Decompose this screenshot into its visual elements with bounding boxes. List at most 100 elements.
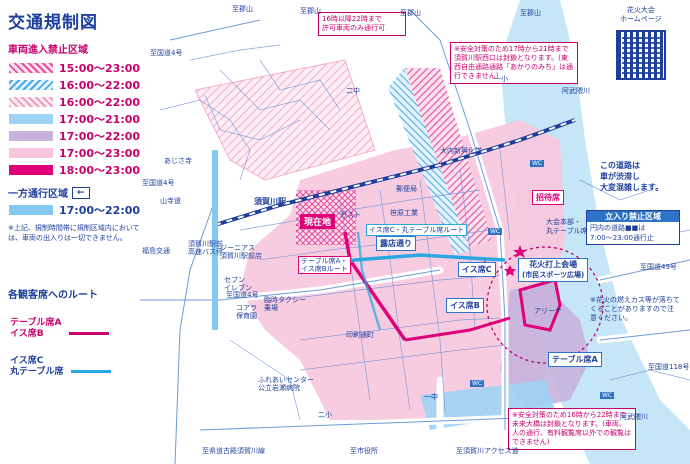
venue-title: 花火打上会場 xyxy=(529,260,578,269)
arrow-left-icon: ← xyxy=(72,186,90,199)
place-label: 大内新興化学 xyxy=(440,147,482,155)
zone-hatch-pink-15-23 xyxy=(405,68,492,248)
place-label: 阿武隈川 xyxy=(620,413,648,421)
notice-congestion: この道路は 車が渋滞し 大変混雑します。 xyxy=(600,161,664,192)
place-label: 郵便局 xyxy=(396,185,417,193)
route-c-swatch xyxy=(70,370,111,373)
legend-swatch xyxy=(8,163,54,176)
legend-time: 16:00～22:00 xyxy=(59,78,141,92)
legend-row: 16:00～22:00 xyxy=(8,77,148,92)
legend-time: 18:00～23:00 xyxy=(59,163,141,177)
restricted-entry-text: 円内の道路■■は 7:00～23:00通行止 xyxy=(590,224,654,242)
legend-swatch xyxy=(8,61,54,74)
place-label: 至郡山 xyxy=(400,9,421,17)
place-label: 至国道118号 xyxy=(648,363,690,371)
place-label: 山寺道 xyxy=(160,197,181,205)
legend-time: 17:00～23:00 xyxy=(59,146,141,160)
legend-row: 18:00～23:00 xyxy=(8,162,148,177)
legend-row: 17:00～23:00 xyxy=(8,145,148,160)
legend-swatch xyxy=(8,146,54,159)
legend-swatch xyxy=(8,129,54,142)
place-label: 二小 xyxy=(318,411,332,419)
legend-time: 17:00～21:00 xyxy=(59,112,141,126)
place-label: 笹原工業 xyxy=(390,209,418,217)
legend-row: 16:00～22:00 xyxy=(8,94,148,109)
place-label: 臨時タクシー 乗場 xyxy=(264,296,306,312)
notice-top: 16時以降22時まで 許可車両のみ通行可 xyxy=(318,12,406,36)
wc-icon: WC xyxy=(470,380,485,387)
wc-icon: WC xyxy=(530,160,545,167)
route-c-line-2 xyxy=(356,231,382,331)
railway xyxy=(214,118,576,227)
legend-row: 15:00～23:00 xyxy=(8,60,148,75)
oneway-time: 17:00～22:00 xyxy=(59,204,141,217)
route-c-label: イス席C 丸テーブル席 xyxy=(10,356,64,377)
place-label: ジーニアス 須賀川駅前店 xyxy=(220,244,262,260)
place-label: 阿武隈川 xyxy=(562,87,590,95)
venue-square xyxy=(518,278,562,332)
oneway-heading: 一方通行区域 ← xyxy=(8,185,148,200)
route-ab-line-2 xyxy=(404,316,511,342)
route-ab-legend: テーブル席A イス席B xyxy=(10,318,109,340)
place-label: ふれあいセンター 公立岩瀬病院 xyxy=(258,376,314,392)
notice-bottom: ※安全対策のため16時から22時まで未来大橋は封鎖となります。(車両、人の通行、… xyxy=(508,408,636,450)
legend-row: 17:00～22:00 xyxy=(8,128,148,143)
legend-swatch xyxy=(8,95,54,108)
place-label: 至市役所 xyxy=(350,447,378,455)
place-label: 至郡山 xyxy=(300,7,321,15)
place-label: 至須賀川アクセス道 xyxy=(456,447,519,455)
ohonjo-label: 大会本部・ 丸テーブル席 xyxy=(546,218,588,235)
route-c-legend: イス席C 丸テーブル席 xyxy=(10,356,111,378)
route-ab-label: テーブル席A イス席B xyxy=(10,318,62,339)
wc-icon: WC xyxy=(488,228,503,235)
place-label: 一小 xyxy=(494,75,508,83)
place-label: 至国道4号 xyxy=(226,291,259,299)
place-label: 須賀川駅前 高速バス停 xyxy=(188,240,223,256)
fireworks-note: ※花火の燃えカス等が落ちてくることがありますので注意ください。 xyxy=(590,296,680,322)
place-label: ガスト xyxy=(340,211,361,219)
shotaiseki-label: 招待席 xyxy=(532,190,564,205)
place-label: 二中 xyxy=(346,87,360,95)
place-label: あじさ寺 xyxy=(164,157,192,165)
page-title: 交通規制図 xyxy=(8,13,98,33)
place-label: 福島交通 xyxy=(142,247,170,255)
legend-swatch xyxy=(8,78,54,91)
table-a-label: テーブル席A xyxy=(548,352,602,367)
isu-b-label: イス席B xyxy=(446,298,484,313)
route-c-map-label: イス席C・丸テーブル席ルート xyxy=(366,224,468,236)
restricted-entry-box: 立入り禁止区域 円内の道路■■は 7:00～23:00通行止 xyxy=(586,210,680,245)
legend-time: 16:00～22:00 xyxy=(59,95,141,109)
legend-time: 15:00～23:00 xyxy=(59,61,141,75)
oneway-row: 17:00～22:00 xyxy=(8,203,148,217)
wc-icon: WC xyxy=(600,392,615,399)
place-label: 至国道4号 xyxy=(150,49,183,57)
roten-label: 露店通り xyxy=(376,236,416,251)
isu-c-label: イス席C xyxy=(458,262,496,277)
zone-hatch-blue-16-22 xyxy=(388,68,470,255)
qr-label: 花火大会 ホームページ xyxy=(620,6,662,23)
oneway-heading-text: 一方通行区域 xyxy=(8,189,68,200)
homepage-qr-code[interactable] xyxy=(616,30,666,80)
place-label: 至県道古殿須賀川線 xyxy=(202,447,265,455)
place-label: 至郡山 xyxy=(520,9,541,17)
legend-swatch xyxy=(8,112,54,125)
station-label: 須賀川駅 xyxy=(254,197,286,206)
notice-station: ※安全対策のため17時から21時まで須賀川駅西口は封鎖となります。(東西自由通路… xyxy=(450,42,578,84)
legend-panel: 交通規制図 車両進入禁止区域 15:00～23:00 16:00～22:00 1… xyxy=(8,8,148,243)
route-ab-swatch xyxy=(68,332,109,335)
legend-note: ※上記、規制時間帯に規制区域内においては、車両の出入りは一切できません。 xyxy=(8,224,140,242)
restriction-circle xyxy=(486,246,604,364)
zone-hatched-nw xyxy=(194,59,376,181)
place-label: 至国道4号 xyxy=(142,179,175,187)
genzaichi-label: 現在地 xyxy=(300,214,336,229)
venue-sub: (市民スポーツ広場) xyxy=(522,271,585,279)
restricted-entry-heading: 立入り禁止区域 xyxy=(587,211,679,222)
legend-row: 17:00～21:00 xyxy=(8,111,148,126)
route-ab-map-label: テーブル席A・ イス席Bルート xyxy=(298,256,351,274)
place-label: 至郡山 xyxy=(232,5,253,13)
legend-time: 17:00～22:00 xyxy=(59,129,141,143)
place-label: アリーナ xyxy=(534,307,562,315)
place-label: 至国道49号 xyxy=(640,263,677,271)
routes-heading: 各観客席へのルート xyxy=(8,290,98,301)
